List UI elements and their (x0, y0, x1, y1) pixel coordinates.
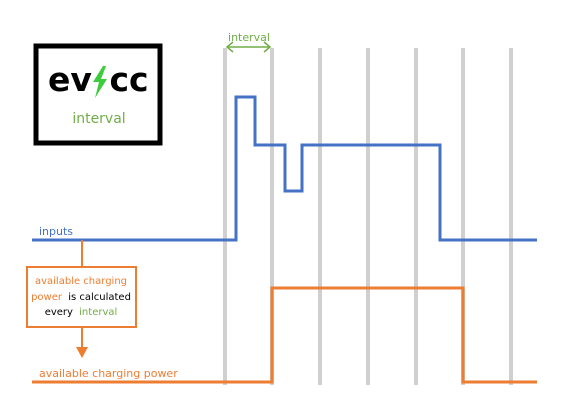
inputs-label: inputs (39, 225, 73, 238)
down-arrow-icon (76, 347, 88, 358)
logo-text-cc: cc (109, 60, 148, 99)
note-line-2-b: is calculated (68, 292, 131, 303)
double-arrow-icon (225, 41, 272, 53)
logo-caption: interval (72, 111, 125, 127)
note-line-2-a: power (31, 292, 63, 303)
logo-text-ev: ev (48, 60, 92, 99)
output-label: available charging power (39, 367, 178, 380)
interval-label: interval (228, 31, 270, 44)
note-line-3-b: interval (79, 307, 117, 318)
inputs-signal-line (32, 95, 537, 242)
evcc-logo: ev cc interval (33, 43, 163, 146)
note-line-3-a: every (45, 307, 73, 318)
calculation-note: available charging power is calculated e… (26, 266, 137, 328)
note-line-2: power is calculated (31, 292, 131, 303)
lightning-bolt-icon (93, 66, 107, 98)
interval-gridlines (223, 48, 513, 385)
note-line-3: every interval (45, 307, 118, 318)
note-line-1: available charging (35, 276, 127, 287)
charging-power-signal-line (32, 286, 537, 384)
